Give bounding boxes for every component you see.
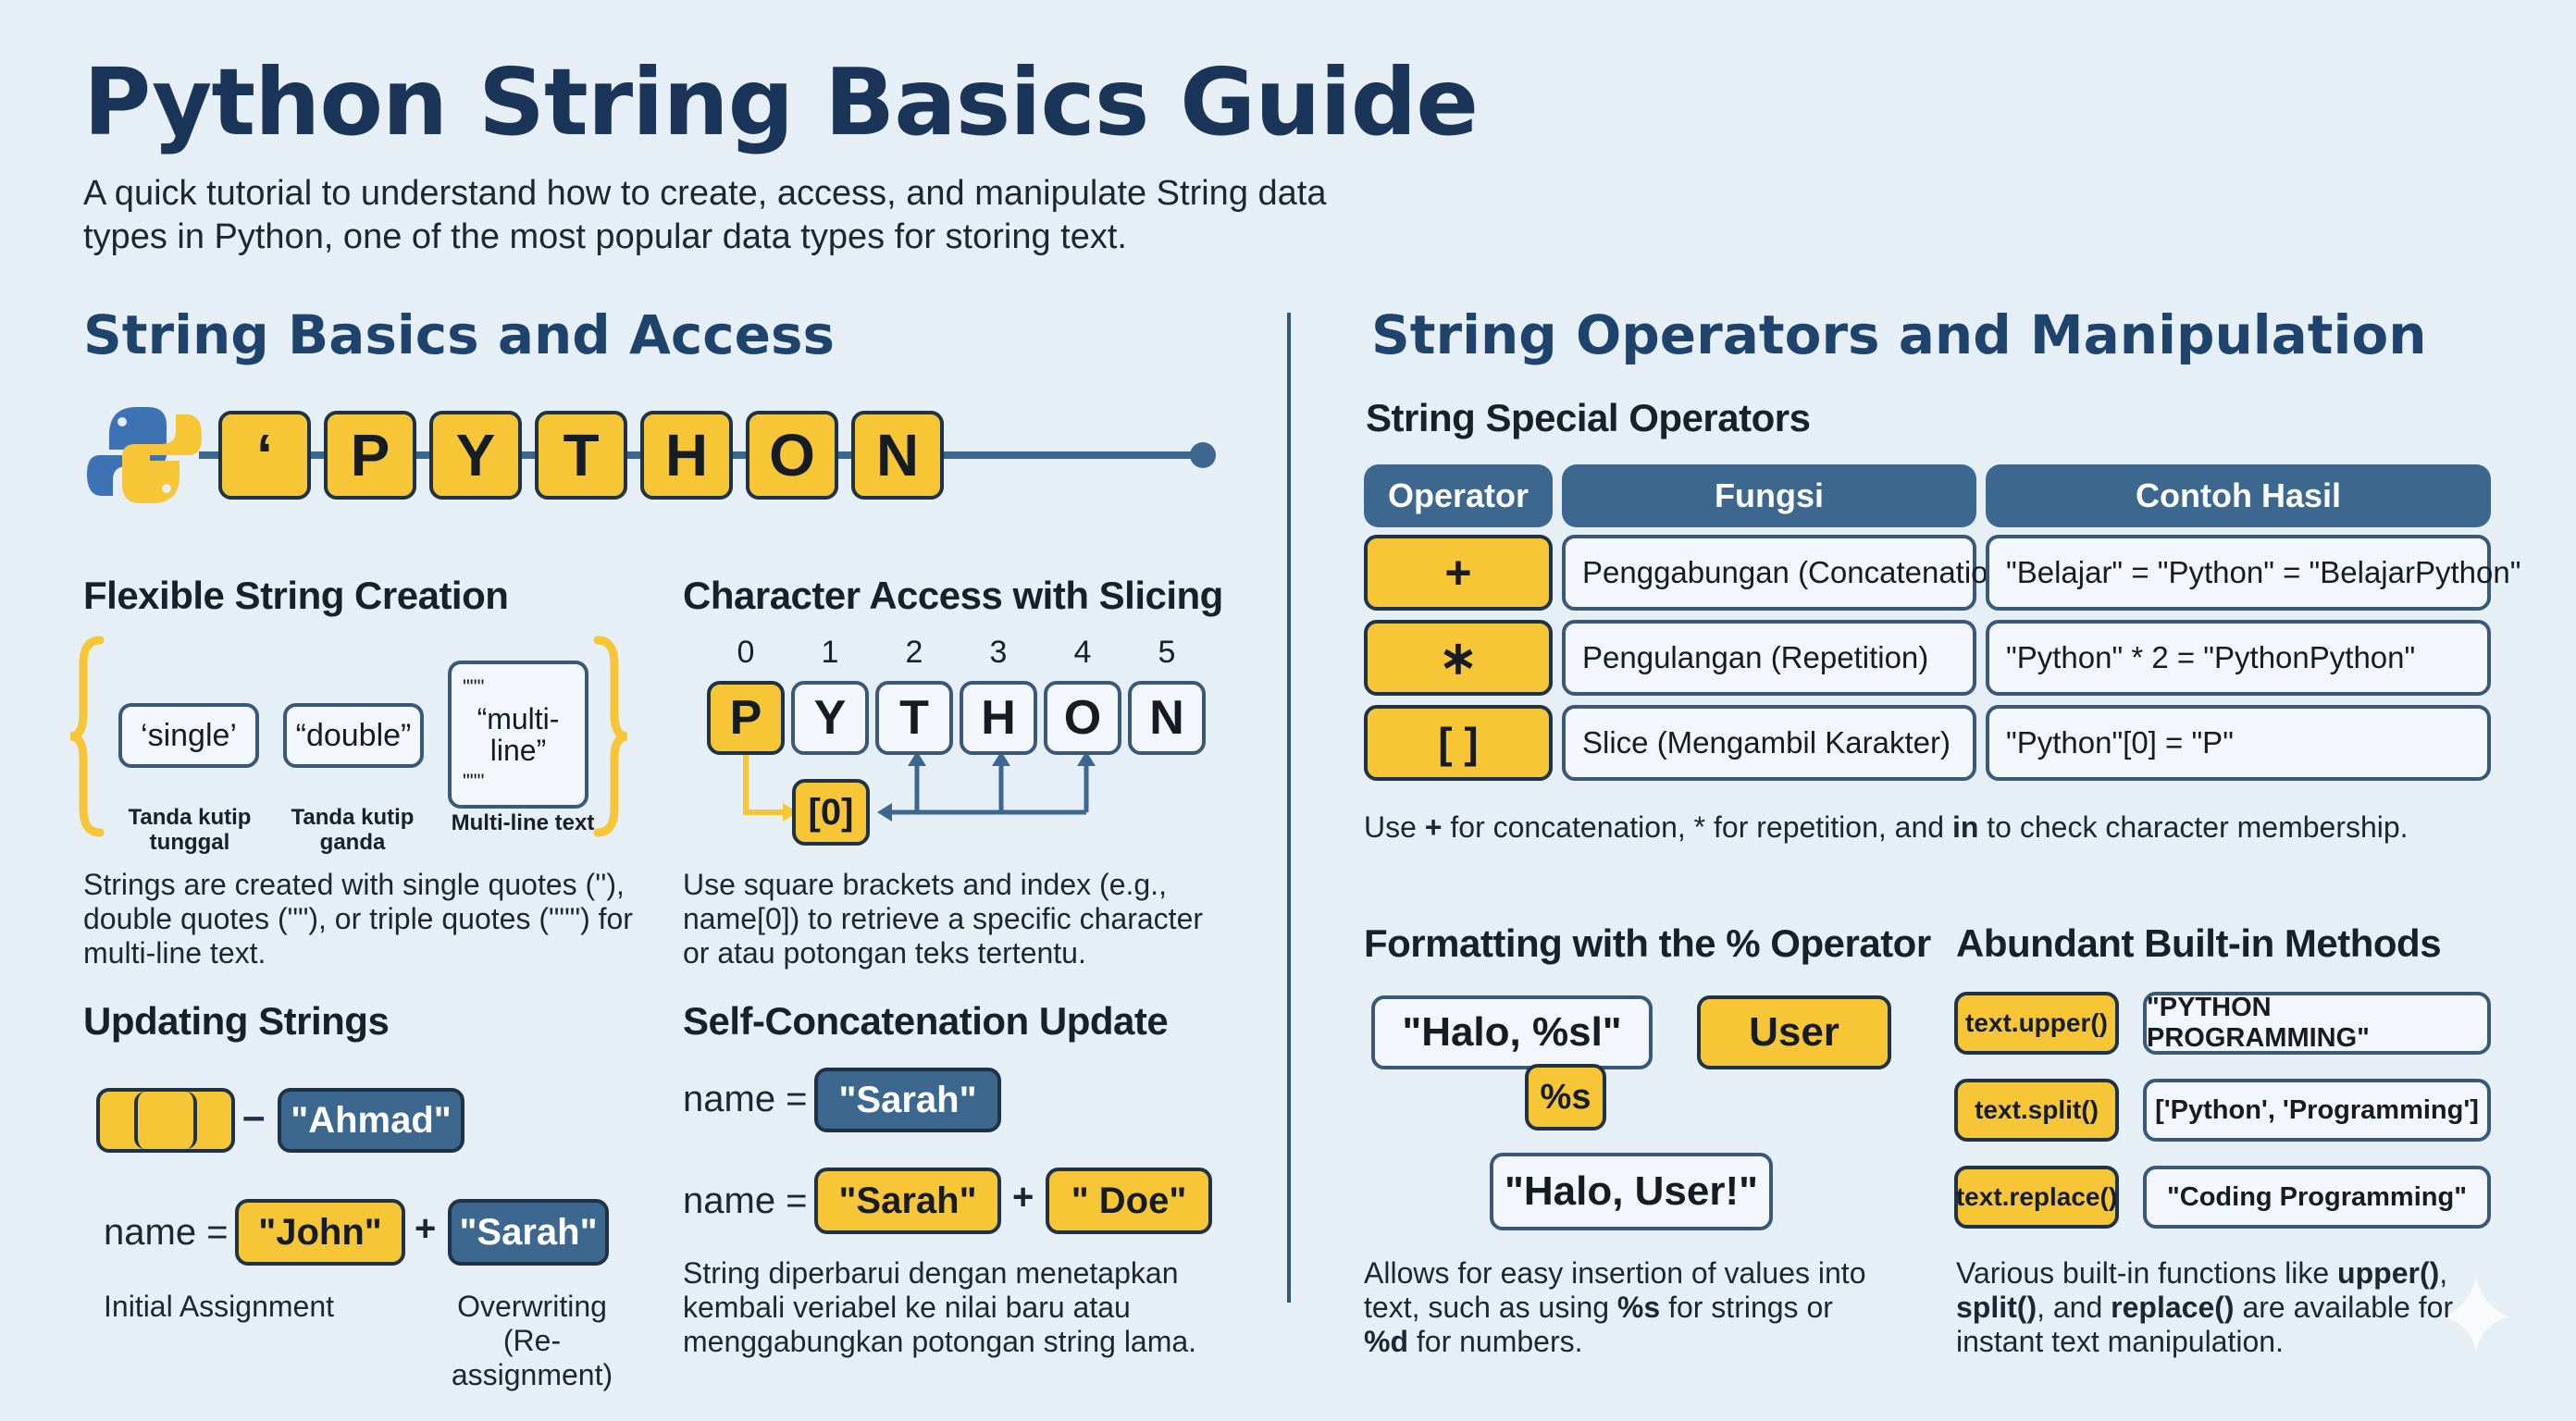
method-split: text.split()	[1954, 1079, 2119, 1142]
format-result-box: "Halo, User!"	[1490, 1153, 1773, 1230]
column-header-contoh: Contoh Hasil	[1986, 464, 2491, 527]
self-concat-description: String diperbarui dengan menetapkan kemb…	[683, 1256, 1197, 1358]
page-title: Python String Basics Guide	[83, 48, 1479, 156]
slice-char: H	[960, 681, 1037, 755]
page-subtitle: A quick tutorial to understand how to cr…	[83, 174, 1327, 256]
double-quote-box: “double”	[283, 703, 424, 768]
strip-end-dot	[1190, 442, 1216, 468]
column-header-operator: Operator	[1364, 464, 1553, 527]
slice-char: N	[1128, 681, 1206, 755]
index-label: 2	[905, 635, 923, 670]
name-label: name =	[104, 1212, 229, 1253]
name-label: name =	[683, 1079, 808, 1119]
creation-heading: Flexible String Creation	[83, 574, 509, 617]
index-arrowhead-blue	[877, 803, 892, 822]
strip-char: Y	[429, 411, 522, 500]
updating-heading: Updating Strings	[83, 999, 390, 1043]
label-single: Tanda kutip tunggal	[128, 805, 252, 855]
doe-box: " Doe"	[1046, 1168, 1212, 1234]
access-heading: Character Access with Slicing	[683, 574, 1223, 617]
fungsi-cell: Pengulangan (Repetition)	[1562, 620, 1976, 696]
sparkle-icon	[2443, 1277, 2509, 1353]
self-concat-heading: Self-Concatenation Update	[683, 999, 1169, 1043]
strip-char: H	[640, 411, 733, 500]
triple-quote-box: """ “multi-line” """	[448, 661, 588, 809]
access-description: Use square brackets and index (e.g., nam…	[683, 868, 1204, 970]
plus-symbol: +	[1012, 1177, 1034, 1217]
format-spec-box: %s	[1525, 1064, 1606, 1131]
methods-description: Various built-in functions like upper(),…	[1956, 1256, 2454, 1358]
fungsi-cell: Penggabungan (Concatenation)	[1562, 535, 2015, 611]
index-box: [0]	[792, 779, 870, 846]
formatting-description: Allows for easy insertion of values into…	[1364, 1256, 1866, 1358]
method-replace: text.replace()	[1954, 1166, 2119, 1229]
brace-right	[593, 636, 628, 837]
brace-left	[69, 636, 105, 837]
strip-char: ‘	[218, 411, 311, 500]
label-triple: Multi-line text	[451, 810, 595, 835]
strip-char: N	[851, 411, 944, 500]
contoh-cell: "Python" * 2 = "PythonPython"	[1986, 620, 2491, 696]
slice-char: O	[1044, 681, 1121, 755]
plus-symbol: +	[415, 1208, 437, 1249]
ahmad-box: "Ahmad"	[278, 1088, 464, 1153]
strip-char: O	[746, 411, 838, 500]
contoh-cell: "Belajar" = "Python" = "BelajarPython"	[1986, 535, 2520, 611]
creation-description: Strings are created with single quotes (…	[83, 868, 633, 970]
method-result: "PYTHON PROGRAMMING"	[2143, 992, 2491, 1055]
index-label: 5	[1158, 635, 1176, 670]
method-result: ['Python', 'Programming']	[2143, 1079, 2491, 1142]
name-label: name =	[683, 1180, 808, 1221]
method-result: "Coding Programming"	[2143, 1166, 2491, 1229]
index-label: 3	[989, 635, 1008, 670]
operator-plus: +	[1364, 535, 1553, 611]
methods-heading: Abundant Built-in Methods	[1956, 921, 2442, 965]
operator-star: ∗	[1364, 620, 1553, 696]
dash-symbol: –	[242, 1094, 266, 1139]
sarah-box: "Sarah"	[814, 1068, 1001, 1132]
slice-char: T	[875, 681, 953, 755]
operators-heading: String Special Operators	[1366, 396, 1811, 439]
section-heading-operators: String Operators and Manipulation	[1371, 303, 2427, 366]
caption-initial: Initial Assignment	[104, 1290, 335, 1323]
index-arrow-yellow	[743, 751, 785, 815]
operator-slice: [ ]	[1364, 705, 1553, 781]
strip-char: P	[324, 411, 416, 500]
python-logo-icon	[87, 407, 202, 503]
method-upper: text.upper()	[1954, 992, 2119, 1055]
column-header-fungsi: Fungsi	[1562, 464, 1976, 527]
operators-note: Use + for concatenation, * for repetitio…	[1364, 810, 2409, 844]
john-box: "John"	[235, 1199, 405, 1266]
index-label: 0	[737, 635, 755, 670]
fungsi-cell: Slice (Mengambil Karakter)	[1562, 705, 1976, 781]
index-arrowhead-yellow	[783, 803, 798, 822]
column-divider	[1287, 313, 1291, 1303]
empty-variable-box	[96, 1088, 235, 1153]
formatting-heading: Formatting with the % Operator	[1364, 921, 1931, 965]
caption-overwrite: Overwriting (Re-assignment)	[451, 1290, 613, 1391]
index-label: 1	[821, 635, 839, 670]
index-label: 4	[1073, 635, 1092, 670]
label-double: Tanda kutip ganda	[291, 805, 415, 855]
section-heading-basics: String Basics and Access	[83, 303, 835, 366]
contoh-cell: "Python"[0] = "P"	[1986, 705, 2491, 781]
strip-char: T	[535, 411, 627, 500]
single-quote-box: ‘single’	[118, 703, 259, 768]
format-value-box: User	[1697, 995, 1891, 1069]
sarah-box-yellow: "Sarah"	[814, 1168, 1001, 1234]
slice-char: Y	[791, 681, 869, 755]
sarah-box: "Sarah"	[448, 1199, 609, 1266]
slice-char-selected: P	[707, 681, 785, 755]
format-template-box: "Halo, %sl"	[1371, 995, 1653, 1069]
